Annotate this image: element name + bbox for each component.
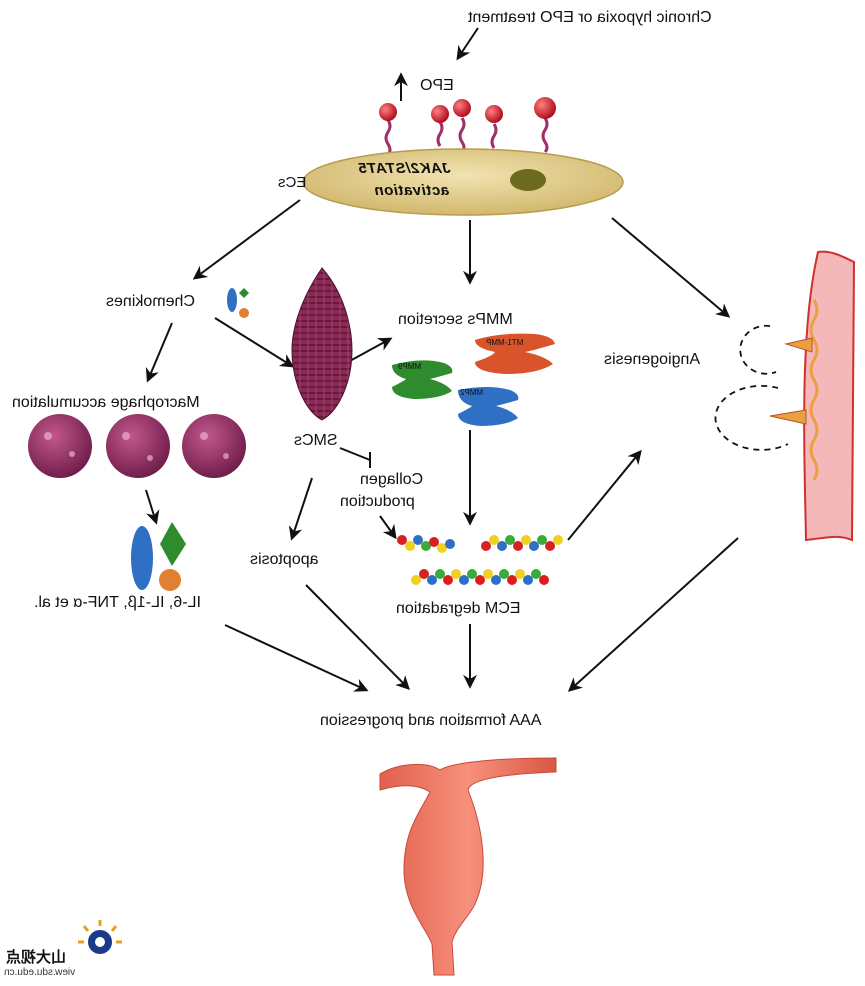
label-collagen-line2: production: [340, 493, 415, 510]
arrow-ec-to-angiogenesis: [611, 217, 731, 318]
label-epo: EPO: [420, 77, 454, 94]
arrow-apoptosis-to-aaa: [305, 584, 410, 690]
epo-receptors: [379, 97, 556, 157]
macrophages: [28, 414, 246, 478]
label-mmp9: MMP9: [398, 362, 422, 371]
logo-text: 山大视点: [6, 948, 67, 966]
label-angiogenesis: Angiogenesis: [604, 351, 701, 368]
blood-vessel: [714, 250, 856, 542]
endothelial-cell: [302, 148, 624, 216]
label-smcs: SMCs: [294, 432, 338, 449]
inhibit-smcs-collagen: [339, 447, 371, 468]
label-apoptosis: apoptosis: [250, 551, 319, 568]
arrow-chemokines-to-macrophage: [145, 322, 173, 383]
label-chemokines: Chemokines: [106, 293, 195, 310]
label-mt1-mmp: MT1-MMP: [486, 338, 524, 347]
label-jak-line2: activation: [374, 182, 450, 199]
logo-icon: [78, 920, 122, 954]
aorta-aneurysm: [379, 757, 557, 976]
label-ecm: ECM degradation: [396, 600, 521, 617]
arrows: [145, 27, 739, 692]
label-collagen-line1: Collagen: [360, 471, 424, 488]
label-aaa: AAA formation and progression: [320, 712, 542, 729]
label-mmp2: MMP2: [460, 388, 484, 397]
logo-url: view.sdu.edu.cn: [4, 967, 76, 978]
arrow-smcs-to-apoptosis: [288, 477, 313, 541]
mmp-enzymes: [392, 333, 555, 426]
arrow-macrophage-to-cytokines: [145, 489, 160, 525]
label-macrophage: Macrophage accumulation: [12, 394, 200, 411]
smc-cell: [291, 267, 353, 421]
arrow-smcs-to-mmps: [347, 337, 393, 363]
chemokine-icons: [227, 288, 249, 318]
arrow-chemokines-to-smcs: [214, 317, 295, 368]
label-cytokines: IL-6, IL-1β, TNF-α et al.: [34, 594, 201, 611]
arrow-ecm-to-angiogenesis: [567, 449, 642, 541]
arrow-vessel-to-aaa: [567, 537, 739, 692]
label-mmps-secretion: MMPs secretion: [398, 311, 513, 328]
arrow-trigger-to-epo: [456, 27, 479, 61]
collagen-fibrils: [397, 535, 563, 585]
label-trigger: Chronic hypoxia or EPO treatment: [468, 9, 712, 26]
cytokine-icons: [131, 522, 186, 591]
label-jak-line1: JAK2/STAT5: [358, 160, 451, 177]
arrow-cytokines-to-aaa: [224, 624, 369, 692]
arrow-ec-to-chemokines: [192, 199, 301, 280]
arrow-collagen-to-ecm: [379, 515, 397, 540]
label-ecs: ECs: [278, 174, 307, 191]
